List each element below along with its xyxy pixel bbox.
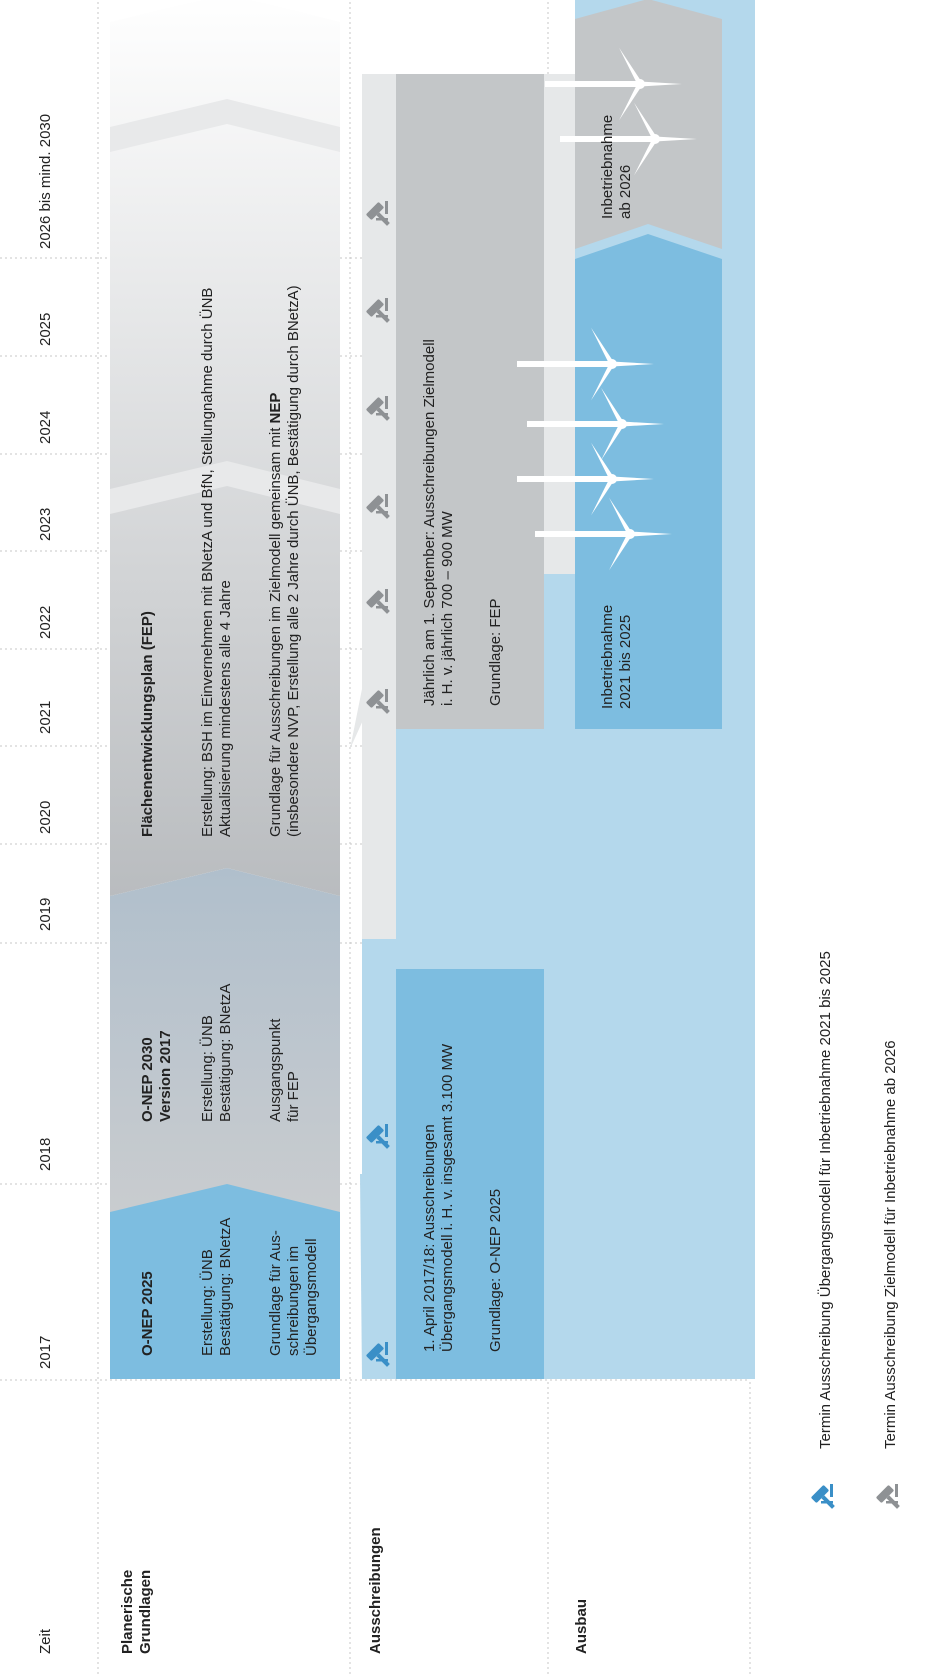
onep2025-line-3: Grundlage für Aus- <box>267 1230 284 1356</box>
zeit-label: Zeit <box>37 1628 54 1654</box>
onep2030-line-3: Ausgangspunkt <box>267 1018 284 1122</box>
onep2030-line-2: Bestätigung: BNetzA <box>217 984 234 1122</box>
year-label: 2024 <box>37 411 54 444</box>
commission-2021-line-2: 2021 bis 2025 <box>617 615 634 709</box>
fep-line-4: (insbesondere NVP, Erstellung alle 2 Jah… <box>284 285 302 837</box>
tender-target-line-1: Jährlich am 1. September: Ausschreibunge… <box>421 339 438 706</box>
commission-2026-line-2: ab 2026 <box>617 165 634 219</box>
fep-title: Flächenentwicklungsplan (FEP) <box>139 611 156 837</box>
fep-text: Flächenentwicklungsplan (FEP) Erstellung… <box>139 285 302 837</box>
fep-line-3-text: Grundlage für Ausschreibungen im Zielmod… <box>267 423 284 837</box>
year-label: 2021 <box>37 701 54 734</box>
onep2025-text: O-NEP 2025 Erstellung: ÜNB Bestätigung: … <box>139 1218 320 1356</box>
onep2025-line-1: Erstellung: ÜNB <box>198 1249 216 1356</box>
fep-chevron <box>110 0 340 896</box>
row-label-ausbau: Ausbau <box>573 1599 590 1654</box>
onep2030-text: O-NEP 2030 Version 2017 Erstellung: ÜNB … <box>139 984 302 1122</box>
row-label-ausschreibungen: Ausschreibungen <box>367 1527 384 1654</box>
fep-line-3-nep: NEP <box>267 393 284 424</box>
legend-gavel-icon-grey <box>875 1484 905 1514</box>
onep2025-title: O-NEP 2025 <box>139 1271 156 1356</box>
year-label: 2020 <box>37 801 54 834</box>
onep2025-line-5: Übergangsmodell <box>302 1238 320 1356</box>
year-label: 2018 <box>37 1138 54 1171</box>
tender-transition-text: 1. April 2017/18: Ausschreibungen Überga… <box>421 1043 504 1352</box>
fep-line-2: Aktualisierung mindestens alle 4 Jahre <box>217 580 234 837</box>
tender-transition-box <box>396 969 544 1379</box>
tender-transition-line-3: Grundlage: O-NEP 2025 <box>487 1189 504 1352</box>
tender-row-blue-band <box>360 1174 396 1379</box>
year-labels: 2017 2018 2019 2020 2021 2022 2023 2024 2025 2026… <box>37 114 54 1369</box>
onep2025-line-4: schreibungen im <box>285 1246 302 1356</box>
commission-2026-line-1: Inbetriebnahme <box>599 115 616 219</box>
year-label: 2017 <box>37 1336 54 1369</box>
year-label: 2022 <box>37 606 54 639</box>
onep2030-chevron <box>110 868 340 1212</box>
year-label: 2023 <box>37 508 54 541</box>
onep2025-chevron <box>110 1164 340 1379</box>
tender-target-text: Jährlich am 1. September: Ausschreibunge… <box>421 339 504 706</box>
commission-2021-shape <box>575 234 722 729</box>
onep2030-line-1: Erstellung: ÜNB <box>198 1015 216 1122</box>
onep2025-line-2: Bestätigung: BNetzA <box>217 1218 234 1356</box>
tender-transition-line-1: 1. April 2017/18: Ausschreibungen <box>421 1124 438 1352</box>
year-label: 2026 bis mind. 2030 <box>37 114 54 249</box>
onep2030-line-4: für FEP <box>285 1071 302 1122</box>
legend-grey-label: Termin Ausschreibung Zielmodell für Inbe… <box>882 1040 899 1449</box>
tender-transition-line-2: Übergangsmodell i. H. v. insgesamt 3.100… <box>438 1043 456 1352</box>
row-label-planerische-1: Planerische <box>119 1570 136 1654</box>
tender-target-line-3: Grundlage: FEP <box>487 598 504 706</box>
row-label-planerische-2: Grundlagen <box>137 1570 154 1654</box>
legend: Termin Ausschreibung Übergangsmodell für… <box>810 951 905 1514</box>
tender-target-line-2: i. H. v. jährlich 700 – 900 MW <box>439 510 456 706</box>
year-label: 2019 <box>37 898 54 931</box>
fep-line-1: Erstellung: BSH im Einvernehmen mit BNet… <box>198 288 216 837</box>
legend-blue-label: Termin Ausschreibung Übergangsmodell für… <box>816 951 834 1449</box>
onep2030-title-2: Version 2017 <box>157 1030 174 1122</box>
year-label: 2025 <box>37 313 54 346</box>
commission-2021-line-1: Inbetriebnahme <box>599 605 616 709</box>
onep2030-title-1: O-NEP 2030 <box>139 1037 156 1122</box>
commission-2026-shape <box>575 0 722 249</box>
tender-target-box <box>396 74 544 729</box>
fep-line-3: Grundlage für Ausschreibungen im Zielmod… <box>267 393 284 837</box>
legend-gavel-icon-blue <box>810 1484 840 1514</box>
